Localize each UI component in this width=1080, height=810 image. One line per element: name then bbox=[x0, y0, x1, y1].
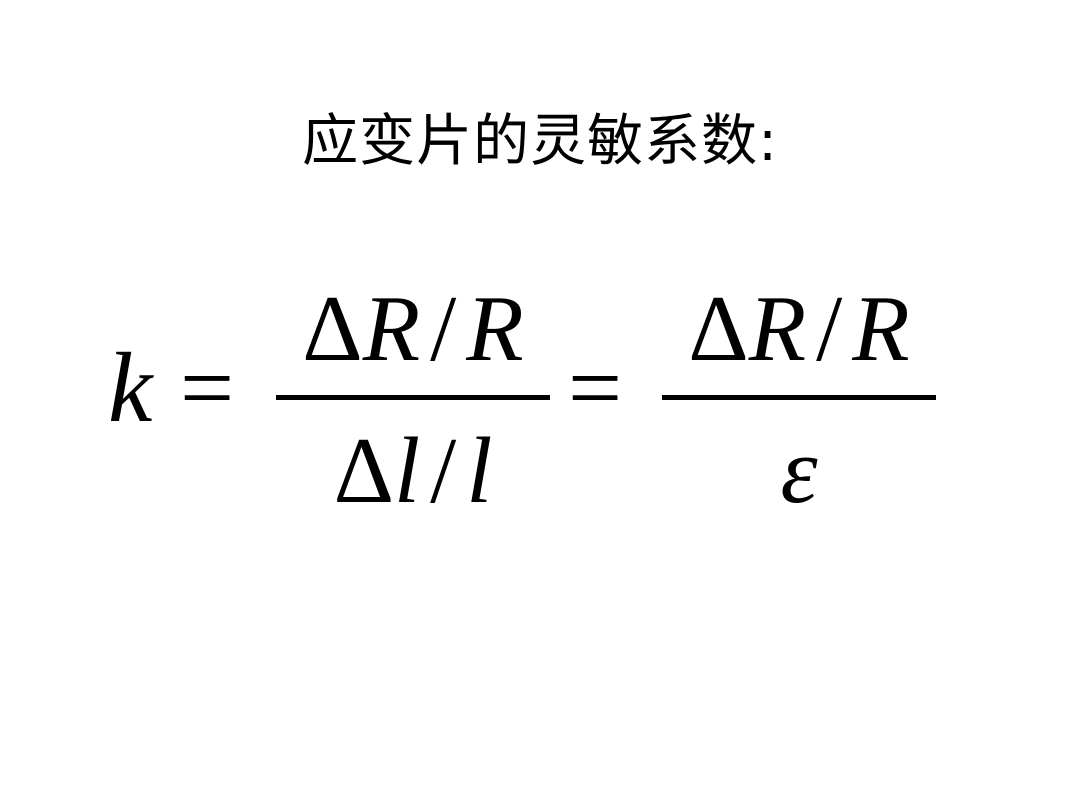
fraction-1-numerator: ΔR/R bbox=[276, 282, 550, 376]
fraction-2-bar bbox=[662, 395, 936, 400]
fraction-2-numerator: ΔR/R bbox=[662, 282, 936, 376]
delta-symbol: Δ bbox=[302, 277, 363, 381]
formula-lhs-k: k bbox=[108, 332, 153, 443]
variable-r: R bbox=[852, 277, 910, 381]
fraction-2-denominator-epsilon: ε bbox=[780, 419, 818, 523]
slash: / bbox=[816, 277, 843, 381]
variable-r: R bbox=[748, 277, 807, 381]
formula-equals-sign-2: = bbox=[568, 334, 623, 441]
variable-l: l bbox=[466, 419, 493, 523]
slash: / bbox=[430, 419, 457, 523]
delta-symbol: Δ bbox=[688, 277, 749, 381]
delta-symbol: Δ bbox=[333, 419, 395, 523]
fraction-1-bar bbox=[276, 395, 550, 400]
slash: / bbox=[430, 277, 457, 381]
variable-r: R bbox=[362, 277, 421, 381]
slide-title: 应变片的灵敏系数: bbox=[302, 109, 778, 174]
formula-equals-sign-1: = bbox=[180, 334, 235, 441]
fraction-1-denominator: Δl/l bbox=[276, 424, 550, 518]
variable-r: R bbox=[466, 277, 524, 381]
variable-l: l bbox=[394, 419, 421, 523]
